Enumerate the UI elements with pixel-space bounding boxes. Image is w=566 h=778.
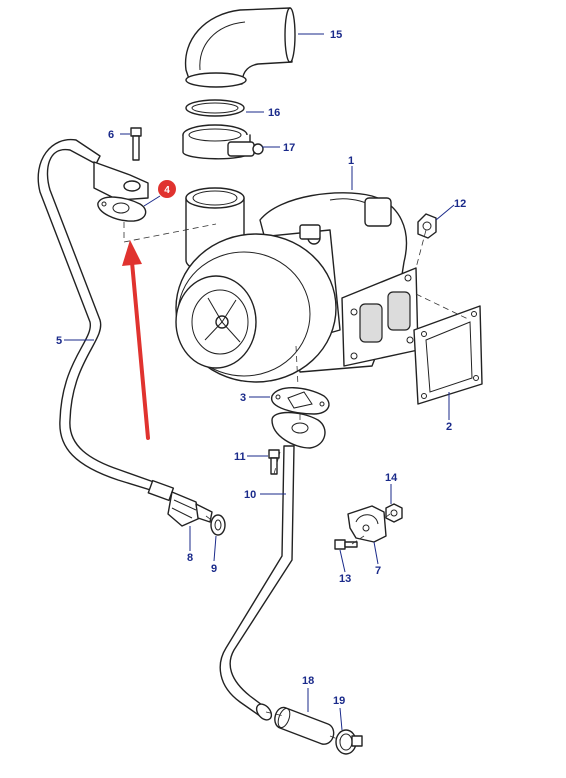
part-19-hose-clamp (335, 729, 363, 755)
callout-3: 3 (240, 392, 246, 404)
part-9-washer (210, 514, 226, 536)
callout-19: 19 (333, 695, 345, 707)
part-12-nut (417, 213, 437, 239)
callout-16: 16 (268, 107, 280, 119)
callout-17: 17 (283, 142, 295, 154)
part-18-hose-sleeve (274, 706, 335, 745)
part-8-union-fitting (167, 491, 213, 527)
part-7-p-clip (347, 505, 387, 543)
part-14-nut (385, 503, 403, 523)
callout-12: 12 (454, 198, 466, 210)
part-10-oil-inlet-pipe (219, 411, 326, 721)
callout-15: 15 (330, 29, 342, 41)
highlight-arrow (122, 240, 150, 440)
callout-1: 1 (348, 155, 354, 167)
callout-13: 13 (339, 573, 351, 585)
part-4-gasket (97, 196, 147, 222)
callout-18: 18 (302, 675, 314, 687)
callout-10: 10 (244, 489, 256, 501)
callout-6: 6 (108, 129, 114, 141)
part-5-oil-pipe (37, 138, 175, 502)
part-1-turbocharger (175, 187, 419, 383)
callout-labels: 15 16 17 1 12 6 5 3 2 11 10 8 9 14 7 13 … (56, 29, 466, 707)
callout-11: 11 (234, 451, 246, 463)
callout-8: 8 (187, 552, 193, 564)
callout-7: 7 (375, 565, 381, 577)
part-2-flange-gasket (413, 305, 483, 405)
highlight-badge: 4 (158, 180, 176, 198)
part-16-seal-ring (185, 99, 245, 117)
part-13-bolt (334, 539, 358, 550)
assembly-dash-lines (123, 222, 471, 741)
callout-14: 14 (385, 472, 398, 484)
part-15-elbow-hose (184, 7, 296, 88)
part-3-gasket (271, 387, 330, 415)
callout-leaders (64, 33, 455, 731)
callout-9: 9 (211, 563, 217, 575)
callout-5: 5 (56, 335, 62, 347)
part-6-bolt (130, 127, 142, 161)
highlight-badge-label: 4 (164, 185, 170, 196)
part-17-band-clamp (182, 124, 264, 160)
callout-2: 2 (446, 421, 452, 433)
